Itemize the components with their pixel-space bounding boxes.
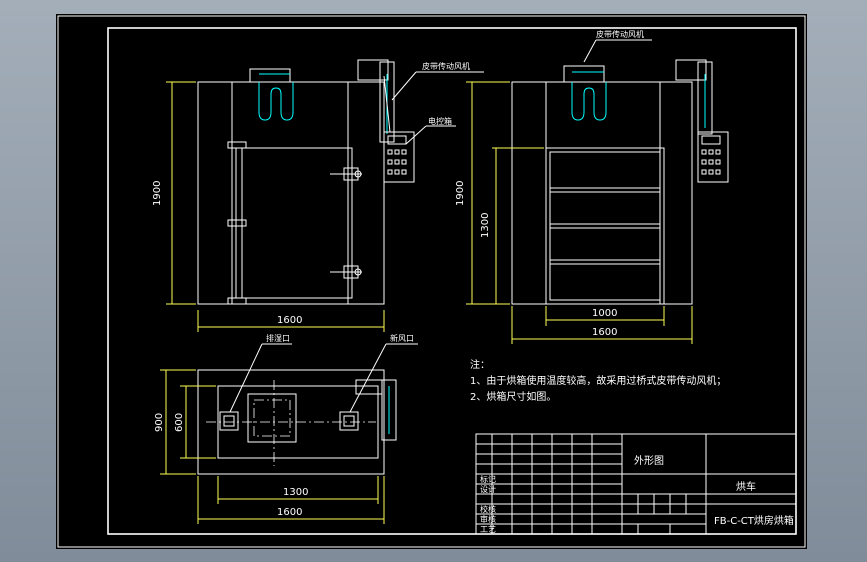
dim-front-height: 1900 xyxy=(152,181,163,206)
dim-top-inner-depth: 600 xyxy=(174,413,185,432)
belt-fan-side xyxy=(675,59,713,135)
notes: 注： 1、由于烘箱使用温度较高，故采用过桥式皮带传动风机； 2、烘箱尺寸如图。 xyxy=(470,358,726,403)
notes-line-1: 1、由于烘箱使用温度较高，故采用过桥式皮带传动风机； xyxy=(470,374,726,387)
label-exhaust: 排湿口 xyxy=(266,333,290,343)
drawing-canvas: 皮带传动风机 电控箱 1900 1600 xyxy=(57,15,806,548)
control-panel-side xyxy=(697,131,729,183)
dim-side-height: 1900 xyxy=(455,181,466,206)
control-panel-front xyxy=(383,131,415,183)
label-fan-front: 皮带传动风机 xyxy=(422,61,470,71)
belt-fan-front xyxy=(357,59,395,143)
heater-coil-front xyxy=(258,82,294,121)
notes-line-2: 2、烘箱尺寸如图。 xyxy=(470,390,556,403)
tb-row-4: 审核 xyxy=(480,514,496,524)
tb-part-name: 烘车 xyxy=(736,480,756,493)
intake-port xyxy=(339,411,359,431)
notes-heading: 注： xyxy=(470,358,490,371)
tb-row-5: 工艺 xyxy=(480,525,496,534)
tb-row-2: 设计 xyxy=(480,484,496,494)
dim-side-inner-height: 1300 xyxy=(480,213,491,238)
belt-fan-top xyxy=(355,379,397,441)
drawing-sheet: 皮带传动风机 电控箱 1900 1600 xyxy=(56,14,807,549)
exhaust-port xyxy=(219,411,239,431)
top-fan-outline xyxy=(247,393,297,443)
tb-view-name: 外形图 xyxy=(634,455,664,467)
tb-drawing-no: FB-C-CT烘房烘箱 xyxy=(714,514,794,527)
top-view: 排湿口 新风口 xyxy=(154,333,418,524)
title-block: 标记 设计 校核 审核 工艺 外形图 烘车 FB-C-CT烘房烘箱 xyxy=(475,433,797,535)
dim-top-depth: 900 xyxy=(154,413,165,432)
label-panel-front: 电控箱 xyxy=(428,116,452,126)
heater-coil-side xyxy=(571,82,607,121)
side-view: 皮带传动风机 1900 1300 1000 xyxy=(455,29,729,344)
dim-front-width: 1600 xyxy=(277,315,302,326)
outer-border xyxy=(57,15,806,548)
label-intake: 新风口 xyxy=(390,333,414,343)
dim-side-inner-width: 1000 xyxy=(592,308,617,319)
trolley-shelves xyxy=(550,187,660,265)
dim-top-inner-width: 1300 xyxy=(283,487,308,498)
tb-row-3: 校核 xyxy=(480,504,496,514)
front-view: 皮带传动风机 电控箱 1900 1600 xyxy=(152,59,484,332)
door-latch-bottom xyxy=(330,265,362,279)
door-latch-top xyxy=(330,167,362,181)
label-fan-side: 皮带传动风机 xyxy=(596,29,644,39)
dim-side-width: 1600 xyxy=(592,327,617,338)
tb-row-1: 标记 xyxy=(480,474,496,484)
dim-top-width: 1600 xyxy=(277,507,302,518)
inner-border xyxy=(107,27,797,535)
